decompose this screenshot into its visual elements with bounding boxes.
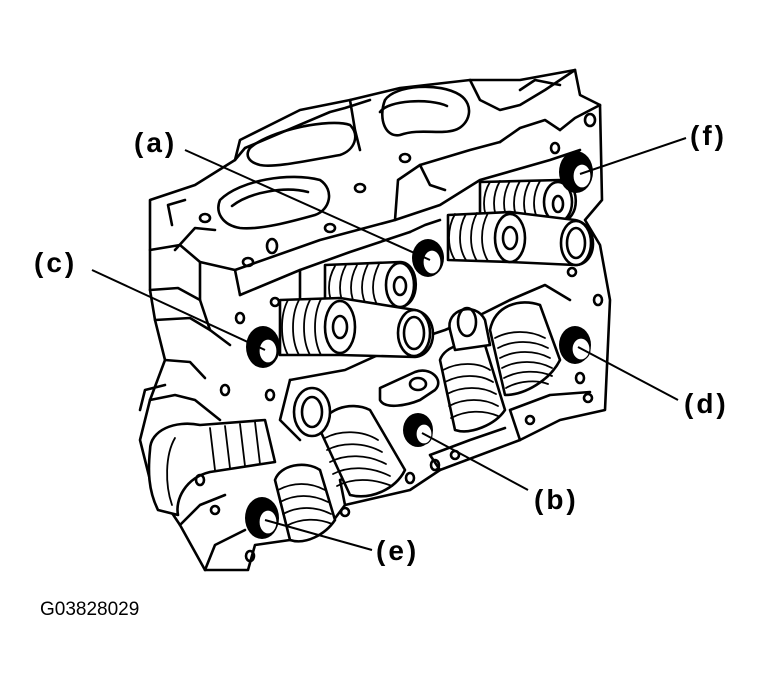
bolt-holes [194,112,604,563]
callout-a: (a) [134,127,177,158]
callout-d: (d) [684,388,729,419]
callout-e: (e) [376,535,419,566]
leader-f [579,137,687,175]
leader-lines [91,137,687,551]
callout-c: (c) [34,247,77,278]
leader-a [184,149,431,261]
solenoid-upper-2 [446,210,595,267]
leader-b [421,432,529,491]
solenoid-bottom [273,463,337,543]
solenoid-lower-middle [438,306,507,433]
solenoid-lower-right [488,301,562,397]
seal-b [403,413,433,447]
leader-e [264,519,373,551]
callout-f: (f) [690,120,727,151]
solenoid-middle-2 [278,296,435,359]
seal-e [245,497,279,539]
figure-id: G03828029 [40,599,139,620]
solenoid-lower-left [292,386,407,498]
seal-f [559,151,593,193]
leader-c [91,269,266,351]
callout-b: (b) [534,484,579,515]
seal-c [246,326,280,368]
seal-d [559,326,591,364]
leader-d [577,346,679,401]
bracket-hole [408,376,428,392]
seal-a [412,239,444,277]
